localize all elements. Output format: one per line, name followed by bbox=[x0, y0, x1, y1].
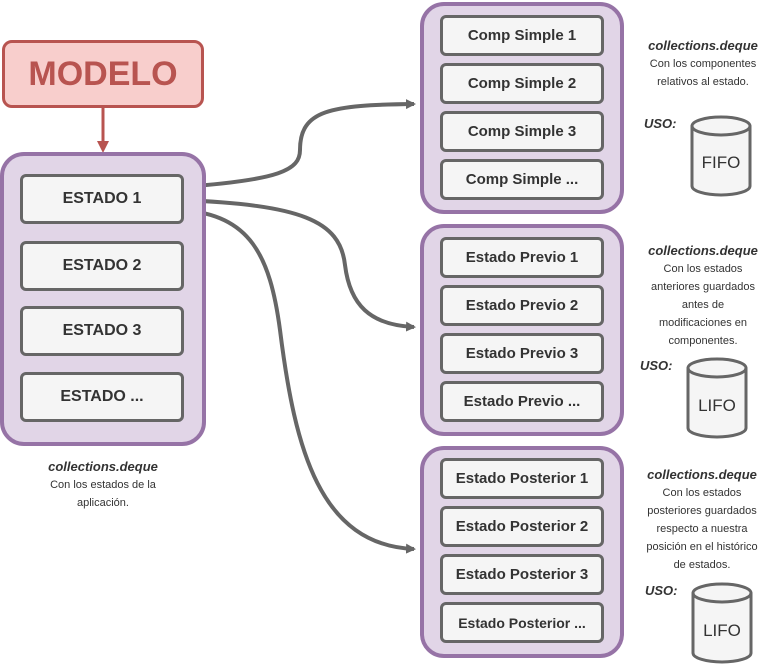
previo-box[interactable]: Estado Previo ... bbox=[440, 381, 604, 422]
componente-box[interactable]: Comp Simple 2 bbox=[440, 63, 604, 104]
previo-box[interactable]: Estado Previo 2 bbox=[440, 285, 604, 326]
uso-label: USO: bbox=[640, 358, 673, 373]
note-line: de estados. bbox=[673, 559, 731, 571]
note-line: posición en el histórico bbox=[646, 541, 758, 553]
estado1-to-previos-connector bbox=[181, 198, 416, 332]
note-line: Con los estados bbox=[662, 487, 742, 499]
componentes-note: collections.deque Con los componentes re… bbox=[636, 37, 766, 91]
note-title: collections.deque bbox=[48, 459, 158, 474]
cylinder-icon bbox=[691, 582, 753, 664]
note-line: posteriores guardados bbox=[647, 505, 757, 517]
note-line: Con los componentes bbox=[649, 58, 757, 70]
estado-box[interactable]: ESTADO 3 bbox=[20, 306, 184, 356]
note-line: Con los estados bbox=[663, 263, 743, 275]
note-line: Con los estados de la bbox=[50, 479, 156, 491]
posteriores-note: collections.deque Con los estados poster… bbox=[630, 466, 766, 574]
note-line: aplicación. bbox=[77, 497, 129, 509]
cylinder-icon bbox=[686, 357, 748, 439]
estado1-to-componentes-connector bbox=[181, 99, 416, 189]
estado-box[interactable]: ESTADO 1 bbox=[20, 174, 184, 224]
estados-note: collections.deque Con los estados de la … bbox=[10, 458, 196, 512]
note-line: componentes. bbox=[668, 335, 738, 347]
posterior-box[interactable]: Estado Posterior ... bbox=[440, 602, 604, 643]
note-title: collections.deque bbox=[647, 467, 757, 482]
posterior-box[interactable]: Estado Posterior 2 bbox=[440, 506, 604, 547]
note-title: collections.deque bbox=[648, 243, 758, 258]
componente-box[interactable]: Comp Simple ... bbox=[440, 159, 604, 200]
posterior-box[interactable]: Estado Posterior 3 bbox=[440, 554, 604, 595]
note-line: antes de bbox=[681, 299, 725, 311]
note-line: modificaciones en bbox=[658, 317, 748, 329]
componente-box[interactable]: Comp Simple 3 bbox=[440, 111, 604, 152]
estado1-to-posteriores-connector bbox=[181, 208, 416, 554]
cylinder-icon bbox=[690, 115, 752, 197]
uso-label: USO: bbox=[645, 583, 678, 598]
estado-box[interactable]: ESTADO ... bbox=[20, 372, 184, 422]
previo-box[interactable]: Estado Previo 1 bbox=[440, 237, 604, 278]
previo-box[interactable]: Estado Previo 3 bbox=[440, 333, 604, 374]
previos-note: collections.deque Con los estados anteri… bbox=[636, 242, 766, 350]
lifo-label: LIFO bbox=[703, 621, 741, 640]
note-line: relativos al estado. bbox=[657, 76, 749, 88]
fifo-label: FIFO bbox=[701, 153, 741, 172]
lifo-label: LIFO bbox=[698, 396, 736, 415]
componente-box[interactable]: Comp Simple 1 bbox=[440, 15, 604, 56]
estado-box[interactable]: ESTADO 2 bbox=[20, 241, 184, 291]
note-line: respecto a nuestra bbox=[656, 523, 748, 535]
posterior-box[interactable]: Estado Posterior 1 bbox=[440, 458, 604, 499]
note-title: collections.deque bbox=[648, 38, 758, 53]
uso-label: USO: bbox=[644, 116, 677, 131]
note-line: anteriores guardados bbox=[651, 281, 755, 293]
modelo-box[interactable]: MODELO bbox=[2, 40, 204, 108]
